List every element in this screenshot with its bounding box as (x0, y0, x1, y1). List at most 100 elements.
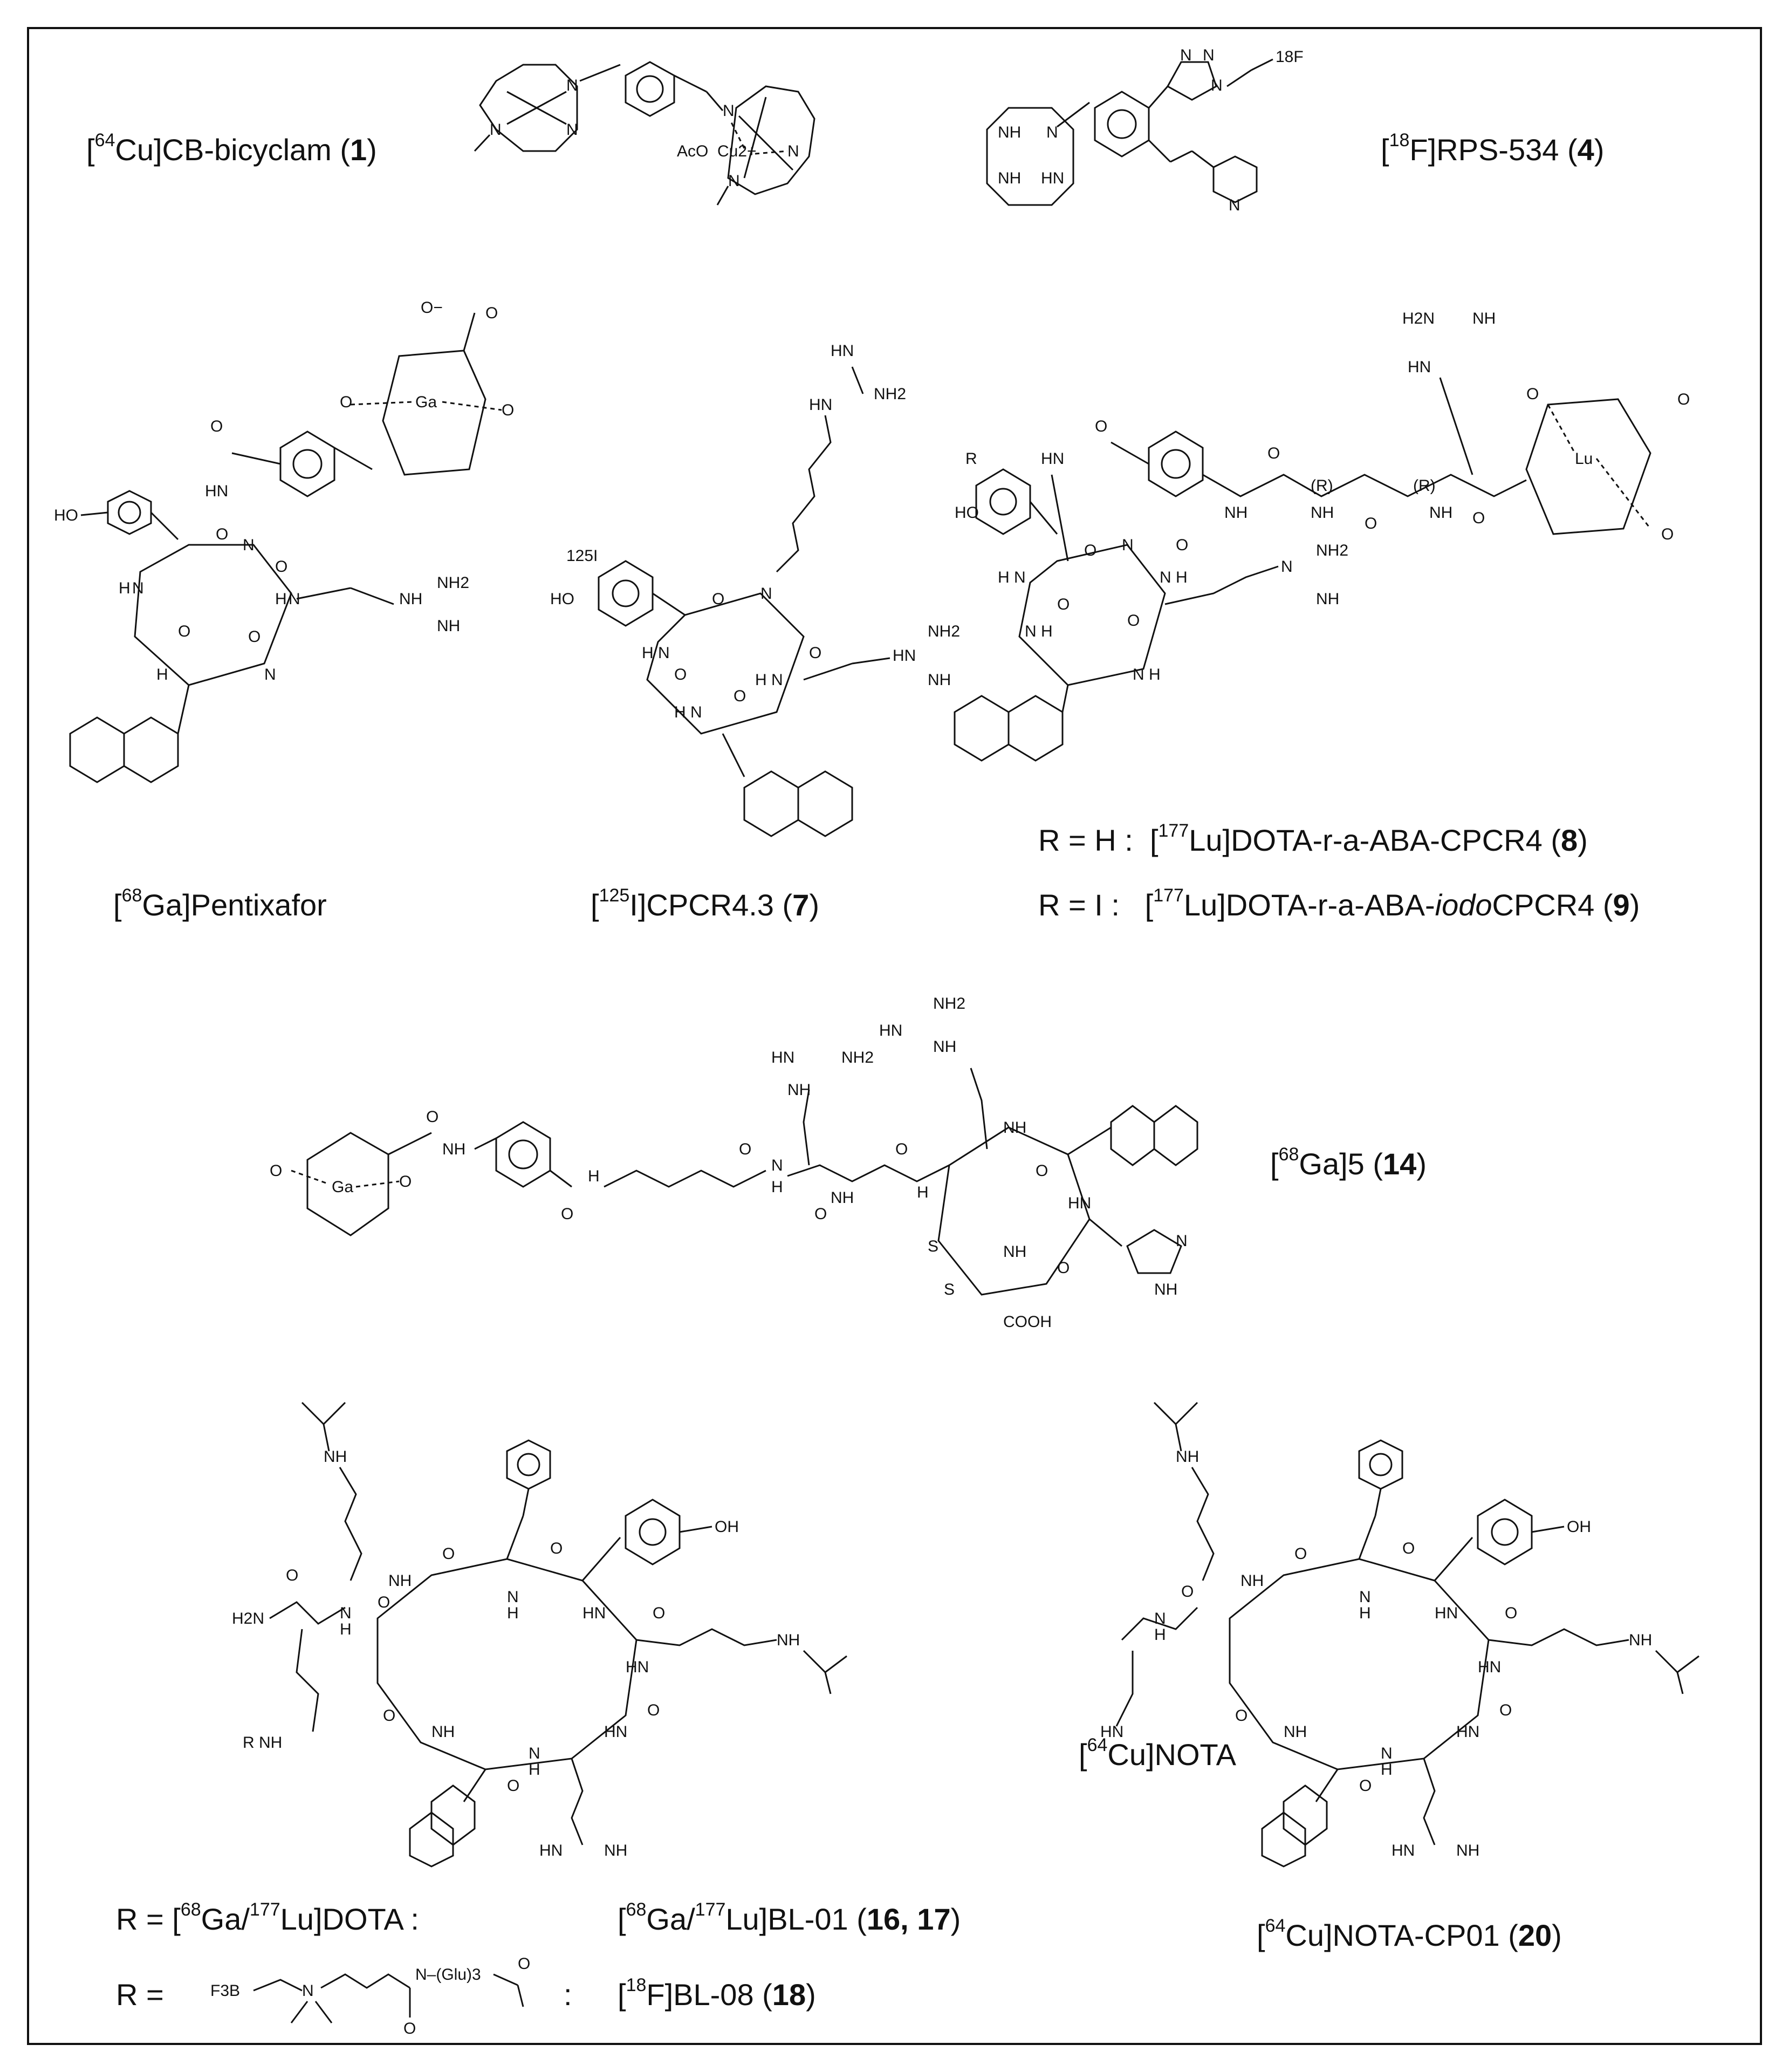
svg-text:NH2: NH2 (437, 574, 469, 592)
svg-text:O: O (1036, 1162, 1048, 1180)
svg-text:18F: 18F (1276, 48, 1304, 66)
svg-text:Lu: Lu (1575, 450, 1593, 468)
svg-text:NH: NH (324, 1448, 347, 1466)
svg-text:NH: NH (928, 671, 951, 689)
svg-text:H: H (771, 1178, 783, 1196)
svg-text:NH2: NH2 (933, 995, 965, 1013)
svg-text:N: N (1359, 1588, 1371, 1606)
svg-text:H2N: H2N (1402, 310, 1435, 327)
svg-text:O: O (216, 525, 228, 543)
svg-text:H: H (588, 1167, 600, 1185)
svg-text:NH: NH (1316, 590, 1339, 608)
svg-text:HN: HN (771, 1049, 794, 1066)
svg-text:HN: HN (539, 1842, 563, 1859)
svg-text:N: N (566, 77, 578, 94)
svg-text:O: O (734, 687, 746, 705)
svg-text:H: H (119, 579, 131, 597)
svg-text:O: O (1181, 1583, 1194, 1601)
svg-text:O: O (1499, 1701, 1512, 1719)
svg-text:OH: OH (715, 1518, 739, 1536)
svg-text:125I: 125I (566, 547, 598, 565)
svg-text:N: N (1211, 77, 1223, 94)
svg-text:N: N (1180, 46, 1192, 64)
svg-text:NH: NH (1311, 504, 1334, 522)
svg-text:HO: HO (955, 504, 979, 522)
svg-text:NH: NH (1224, 504, 1247, 522)
svg-text:HN: HN (205, 482, 228, 500)
svg-text:O: O (403, 2020, 416, 2037)
svg-text:O: O (895, 1140, 908, 1158)
svg-text:S: S (944, 1281, 955, 1298)
structure-nota-cp01: NH H N O HN NH N H HN HN HN N H NH O O O… (1100, 1392, 1737, 1869)
svg-text:O−: O− (421, 299, 443, 317)
svg-text:N: N (1046, 124, 1058, 141)
svg-text:HN: HN (1408, 358, 1431, 376)
svg-text:N: N (529, 1745, 540, 1762)
structure-ga5: Ga O O O NH O H O H N NH H O O HN NH2 NH… (270, 993, 1219, 1384)
svg-text:NH: NH (399, 590, 422, 608)
svg-text:H: H (275, 590, 287, 608)
svg-text:O: O (399, 1173, 412, 1191)
svg-text:HN: HN (626, 1658, 649, 1676)
svg-text:O: O (550, 1540, 563, 1557)
svg-text:N: N (690, 703, 702, 721)
svg-text:O: O (383, 1707, 395, 1725)
svg-text:N: N (1281, 558, 1293, 576)
svg-text:O: O (1359, 1777, 1372, 1795)
svg-text:NH: NH (1456, 1842, 1479, 1859)
svg-text:O: O (712, 590, 724, 608)
svg-text:O: O (248, 628, 261, 646)
svg-text:O: O (1057, 596, 1070, 613)
structure-pentixafor: Ga O O O− O O HN N H N H N H N O O O O H… (49, 291, 534, 887)
svg-text:O: O (561, 1205, 573, 1223)
svg-text:R: R (243, 1734, 255, 1752)
svg-text:NH: NH (604, 1842, 627, 1859)
svg-text:HN: HN (1041, 169, 1064, 187)
svg-text:N: N (787, 142, 799, 160)
svg-text:H: H (1149, 666, 1161, 683)
label-pentixafor: [68Ga]Pentixafor (113, 885, 327, 922)
svg-text:O: O (270, 1162, 282, 1180)
svg-text:H: H (917, 1184, 929, 1201)
svg-text:HN: HN (604, 1723, 627, 1741)
svg-text:O: O (814, 1205, 827, 1223)
svg-text:O: O (1365, 515, 1377, 532)
svg-text:NH: NH (1472, 310, 1496, 327)
svg-text:NH2: NH2 (1316, 542, 1348, 559)
svg-text:N: N (1154, 1610, 1166, 1627)
label-bl-08: [18F]BL-08 (18) (618, 1975, 816, 2012)
svg-text:N: N (1381, 1745, 1393, 1762)
svg-text:NH: NH (1154, 1281, 1177, 1298)
structure-bl-01: NH H2N O N H R NH O NH N H HN HN HN N H … (205, 1392, 874, 1869)
svg-text:HO: HO (550, 590, 574, 608)
svg-text:HN: HN (893, 647, 916, 665)
svg-text:HN: HN (879, 1022, 902, 1040)
svg-text:HN: HN (1392, 1842, 1415, 1859)
label-rps-534: [18F]RPS-534 (4) (1381, 130, 1605, 167)
svg-text:N: N (264, 666, 276, 683)
svg-text:O: O (1661, 525, 1674, 543)
figure-frame (27, 27, 1762, 2045)
svg-text:NH2: NH2 (928, 623, 960, 640)
svg-text:R: R (965, 450, 977, 468)
svg-text:HN: HN (809, 396, 832, 414)
label-nota-substituent: [64Cu]NOTA (1079, 1735, 1236, 1772)
label-dota-iodocpcr4: R = I : [177Lu]DOTA-r-a-ABA-iodoCPCR4 (9… (1038, 885, 1640, 922)
svg-text:N: N (1229, 196, 1240, 214)
svg-text:O: O (485, 304, 498, 322)
svg-text:O: O (1057, 1259, 1070, 1277)
svg-text:HN: HN (1100, 1723, 1123, 1741)
svg-text:O: O (275, 558, 287, 576)
svg-text:HO: HO (54, 507, 78, 524)
svg-text:NH: NH (1284, 1723, 1307, 1741)
svg-text:N: N (340, 1604, 352, 1622)
svg-text:(R): (R) (1413, 477, 1436, 495)
svg-text:HN: HN (1478, 1658, 1501, 1676)
label-bl-01: [68Ga/177Lu]BL-01 (16, 17) (618, 1899, 961, 1936)
svg-text:O: O (1267, 445, 1280, 462)
svg-text:O: O (1677, 391, 1690, 408)
svg-text:H: H (1176, 569, 1188, 586)
svg-text:COOH: COOH (1003, 1313, 1052, 1331)
svg-text:N: N (243, 536, 255, 554)
svg-text:NH: NH (1240, 1572, 1264, 1590)
